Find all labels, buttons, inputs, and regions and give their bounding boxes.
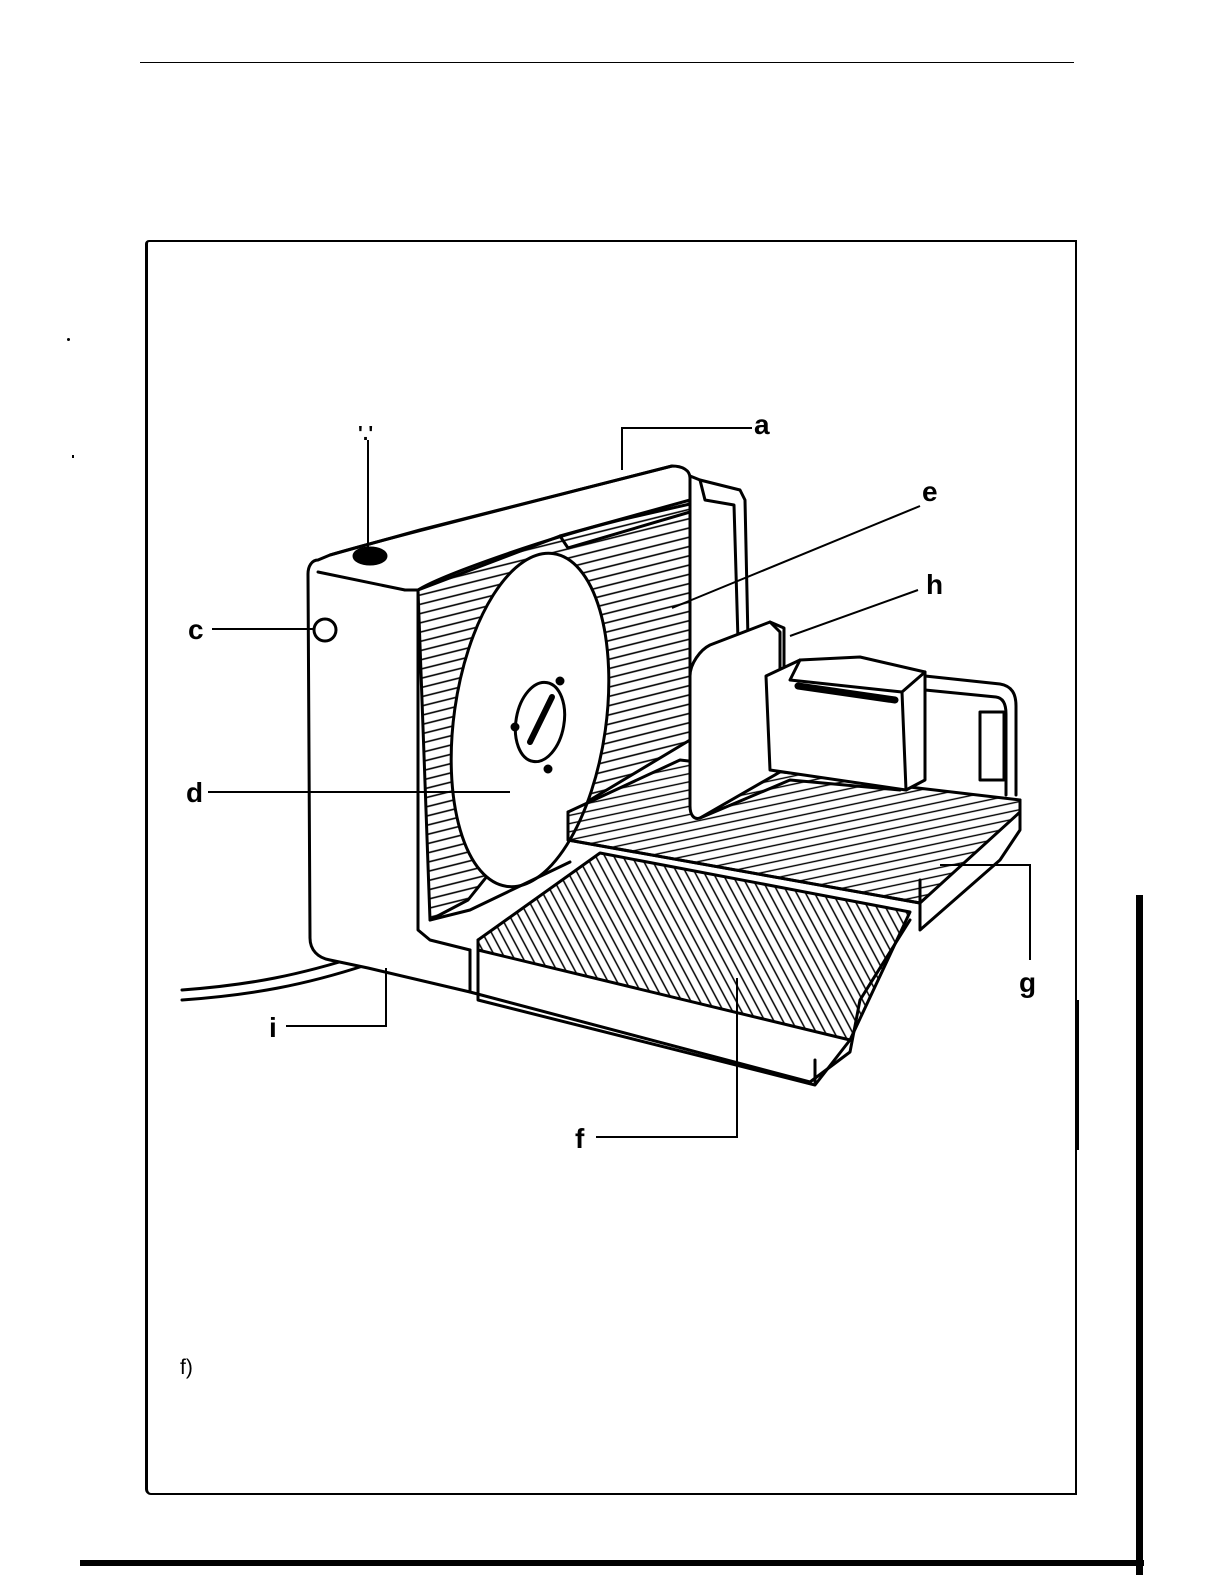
label-e: e (922, 476, 938, 507)
leader-i (286, 968, 386, 1026)
label-h: h (926, 569, 943, 600)
label-d: d (186, 777, 203, 808)
label-c: c (188, 614, 204, 645)
label-i: i (269, 1012, 277, 1043)
leader-e (672, 506, 920, 608)
leader-a (622, 428, 752, 470)
leader-h (790, 590, 918, 636)
label-g: g (1019, 967, 1036, 998)
leader-g (940, 865, 1030, 960)
label-f: f (575, 1123, 585, 1154)
label-b: '.' (358, 423, 373, 445)
knob-top (354, 548, 386, 564)
label-a: a (754, 409, 770, 440)
side-switch (314, 619, 336, 641)
figure-caption: f) (180, 1356, 193, 1380)
